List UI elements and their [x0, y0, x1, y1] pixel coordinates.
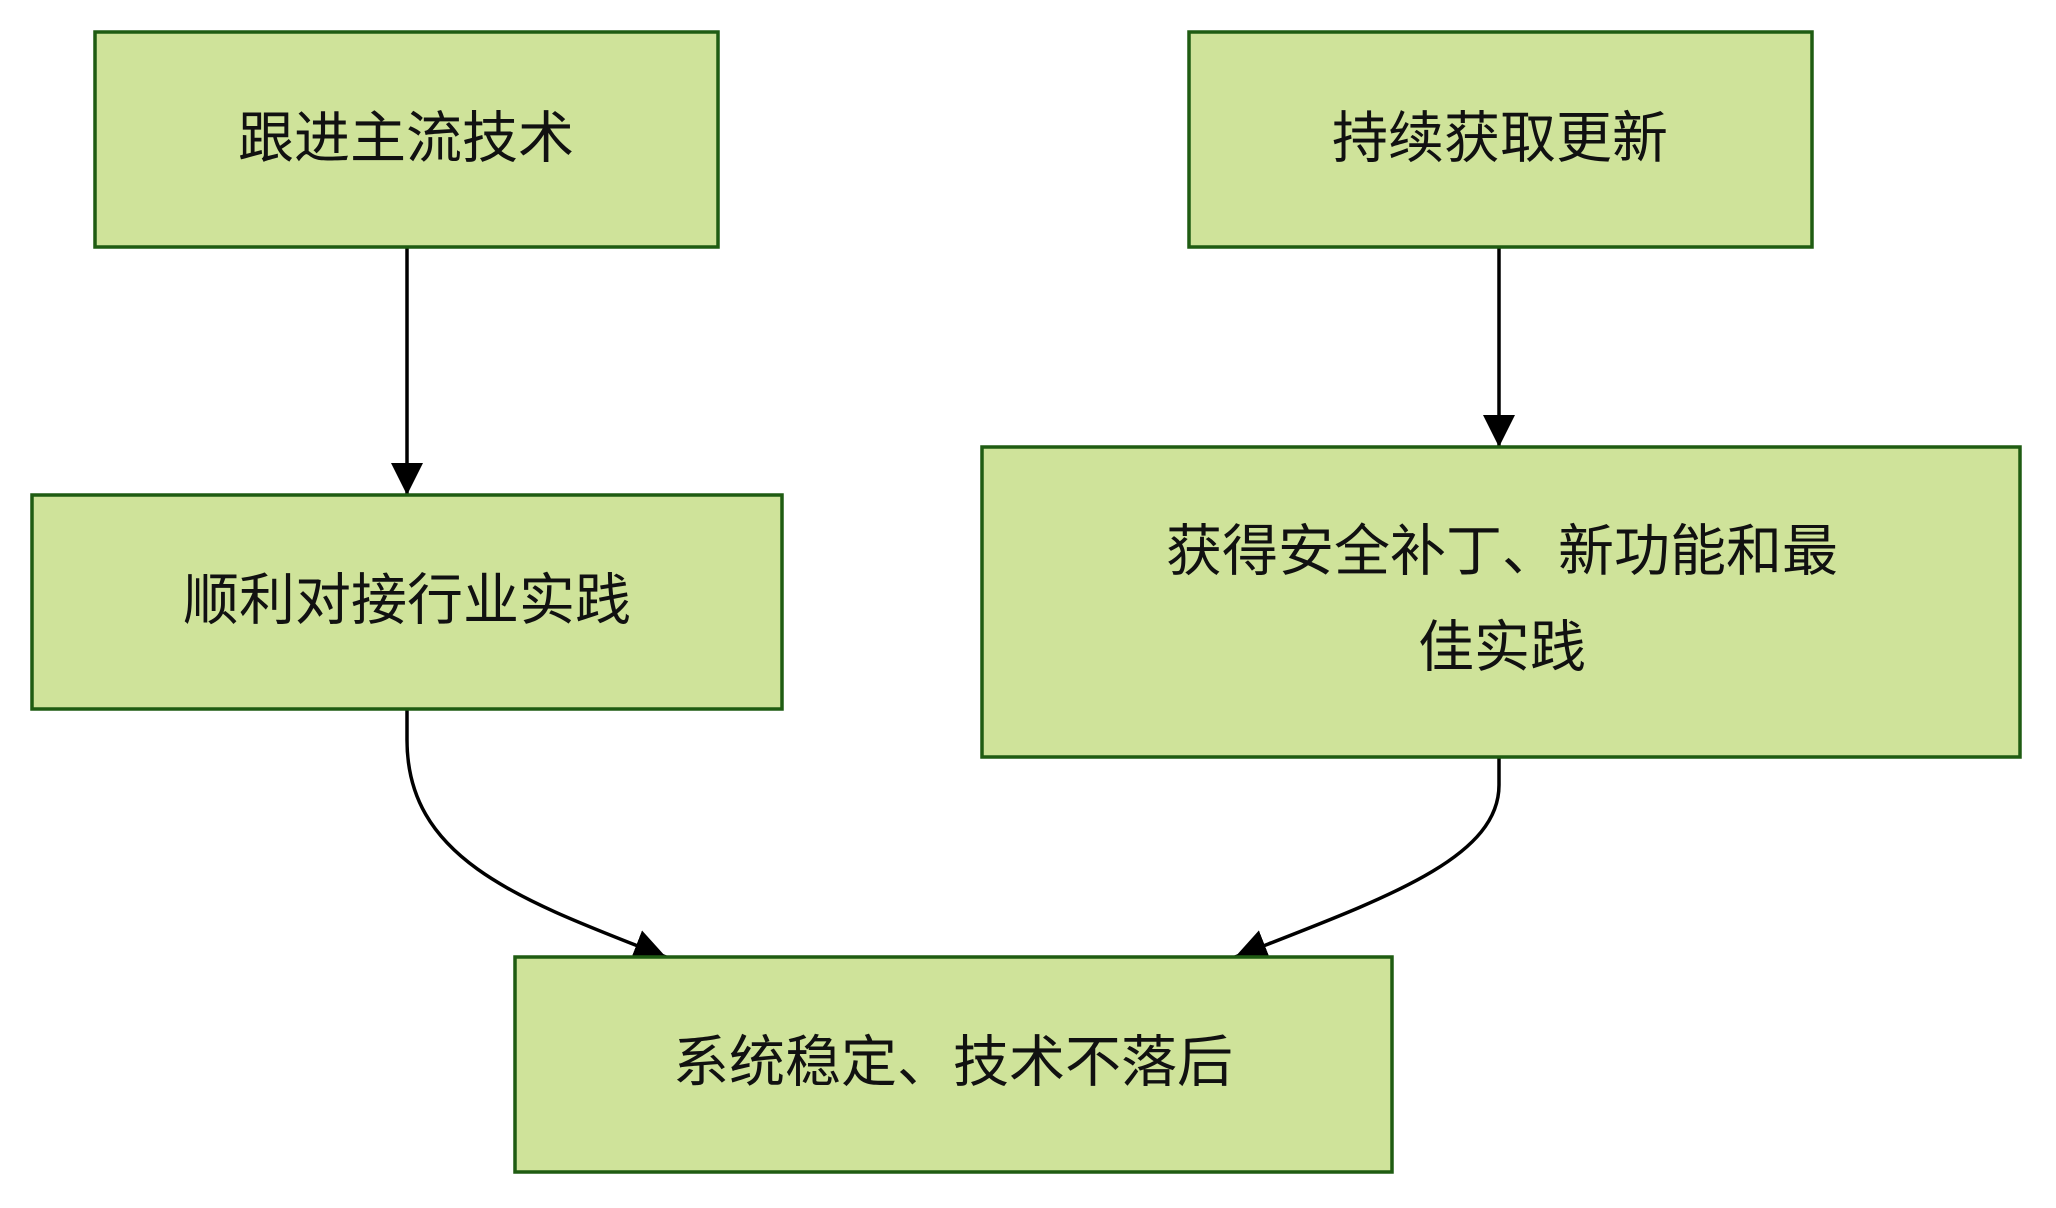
node-keep-up-tech: 跟进主流技术 — [93, 30, 720, 249]
node-stable-system: 系统稳定、技术不落后 — [513, 955, 1394, 1174]
node-label-line-2: 佳实践 — [1418, 616, 1586, 681]
node-security-features: 获得安全补丁、新功能和最 佳实践 — [980, 445, 2022, 759]
edge-n4-n5 — [1234, 757, 1501, 961]
node-box — [980, 445, 2022, 759]
node-box — [30, 493, 784, 711]
node-label-line-1: 获得安全补丁、新功能和最 — [1166, 520, 1838, 585]
node-label: 顺利对接行业实践 — [183, 569, 631, 634]
node-label: 持续获取更新 — [1332, 107, 1668, 172]
node-industry-practice: 顺利对接行业实践 — [30, 493, 784, 711]
node-box — [1187, 30, 1814, 249]
edge-n3-n5 — [405, 709, 667, 961]
node-continuous-updates: 持续获取更新 — [1187, 30, 1814, 249]
node-box — [93, 30, 720, 249]
node-box — [513, 955, 1394, 1174]
edges — [391, 247, 1515, 961]
node-label: 跟进主流技术 — [238, 107, 574, 172]
node-label: 系统稳定、技术不落后 — [673, 1031, 1233, 1096]
